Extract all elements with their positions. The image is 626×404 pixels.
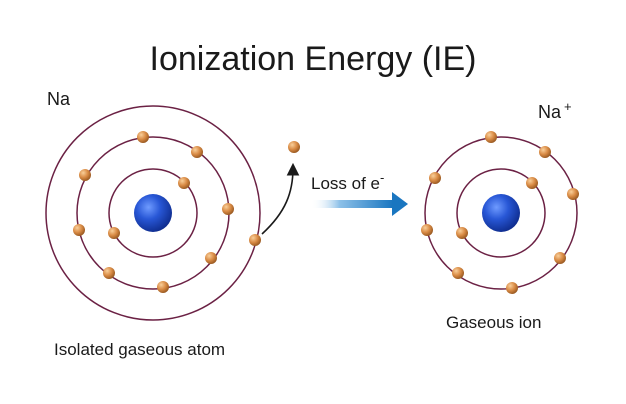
inner-electron-shell: [456, 168, 546, 258]
electron: [456, 227, 468, 239]
electron: [79, 169, 91, 181]
sodium-ion: [421, 131, 579, 294]
electron: [137, 131, 149, 143]
electron: [108, 227, 120, 239]
ion-charge-superscript: +: [564, 99, 572, 114]
electron: [421, 224, 433, 236]
electron: [429, 172, 441, 184]
ion-symbol-text: Na: [538, 102, 562, 122]
electron: [191, 146, 203, 158]
electron: [554, 252, 566, 264]
electron: [205, 252, 217, 264]
nucleus: [134, 194, 172, 232]
outer-electron-shell: [45, 105, 261, 321]
electron: [506, 282, 518, 294]
electron: [526, 177, 538, 189]
electron: [539, 146, 551, 158]
inner-electron-shell: [108, 168, 198, 258]
electron: [567, 188, 579, 200]
nucleus: [482, 194, 520, 232]
electron: [103, 267, 115, 279]
electron: [178, 177, 190, 189]
atom-symbol: Na: [47, 89, 71, 109]
atom-caption: Isolated gaseous atom: [54, 340, 225, 359]
ion-symbol: Na+: [538, 99, 572, 122]
sodium-atom: [45, 105, 261, 321]
electron: [222, 203, 234, 215]
electron-charge-superscript: -: [380, 170, 384, 185]
ejected-electron: [288, 141, 300, 153]
electron: [485, 131, 497, 143]
process-label-text: Loss of e: [311, 174, 380, 193]
electron: [452, 267, 464, 279]
outer-electron-shell: [424, 136, 578, 290]
ejection-arrow: [261, 162, 300, 235]
process-label: Loss of e-: [311, 170, 384, 193]
electron: [157, 281, 169, 293]
diagram-title: Ionization Energy (IE): [150, 40, 477, 78]
electron: [73, 224, 85, 236]
process-arrow: [311, 192, 408, 216]
ion-caption: Gaseous ion: [446, 313, 541, 332]
valence-electron: [249, 234, 261, 246]
